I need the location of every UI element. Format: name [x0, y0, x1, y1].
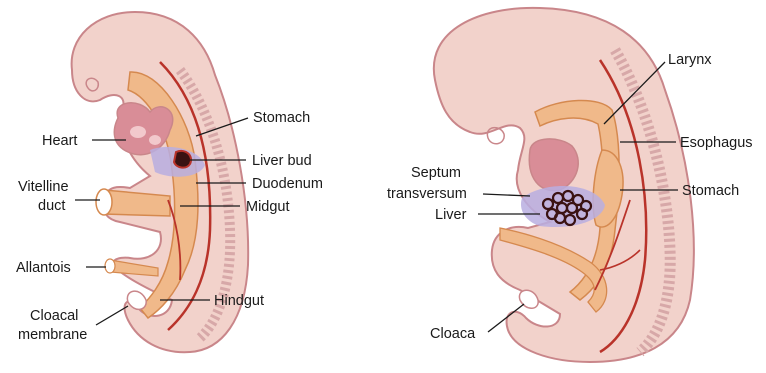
right-embryo: [434, 8, 694, 362]
label-left-allantois: Allantois: [16, 260, 71, 276]
label-left-vitelline-1: Vitelline: [18, 179, 69, 195]
right-heart: [529, 139, 578, 191]
label-left-cloacal-2: membrane: [18, 327, 87, 343]
left-heart-chamber-2: [149, 135, 161, 145]
left-liver-bud: [174, 151, 191, 168]
label-right-septum-1: Septum: [411, 165, 461, 181]
label-right-cloaca: Cloaca: [430, 326, 476, 342]
left-vitelline-duct-opening: [96, 189, 112, 215]
label-right-liver: Liver: [435, 207, 467, 223]
label-left-midgut: Midgut: [246, 199, 290, 215]
label-right-septum-2: transversum: [387, 186, 467, 202]
leader-left-cloacal: [96, 306, 128, 325]
label-left-stomach: Stomach: [253, 110, 310, 126]
label-left-liver-bud: Liver bud: [252, 153, 312, 169]
label-right-stomach: Stomach: [682, 183, 739, 199]
label-left-duodenum: Duodenum: [252, 176, 323, 192]
label-left-hindgut: Hindgut: [214, 293, 264, 309]
label-right-esophagus: Esophagus: [680, 135, 753, 151]
label-left-vitelline-2: duct: [38, 198, 65, 214]
label-left-cloacal-1: Cloacal: [30, 308, 78, 324]
label-left-heart: Heart: [42, 133, 77, 149]
left-allantois-opening: [105, 259, 115, 273]
label-right-larynx: Larynx: [668, 52, 712, 68]
left-heart-chamber: [130, 126, 146, 138]
